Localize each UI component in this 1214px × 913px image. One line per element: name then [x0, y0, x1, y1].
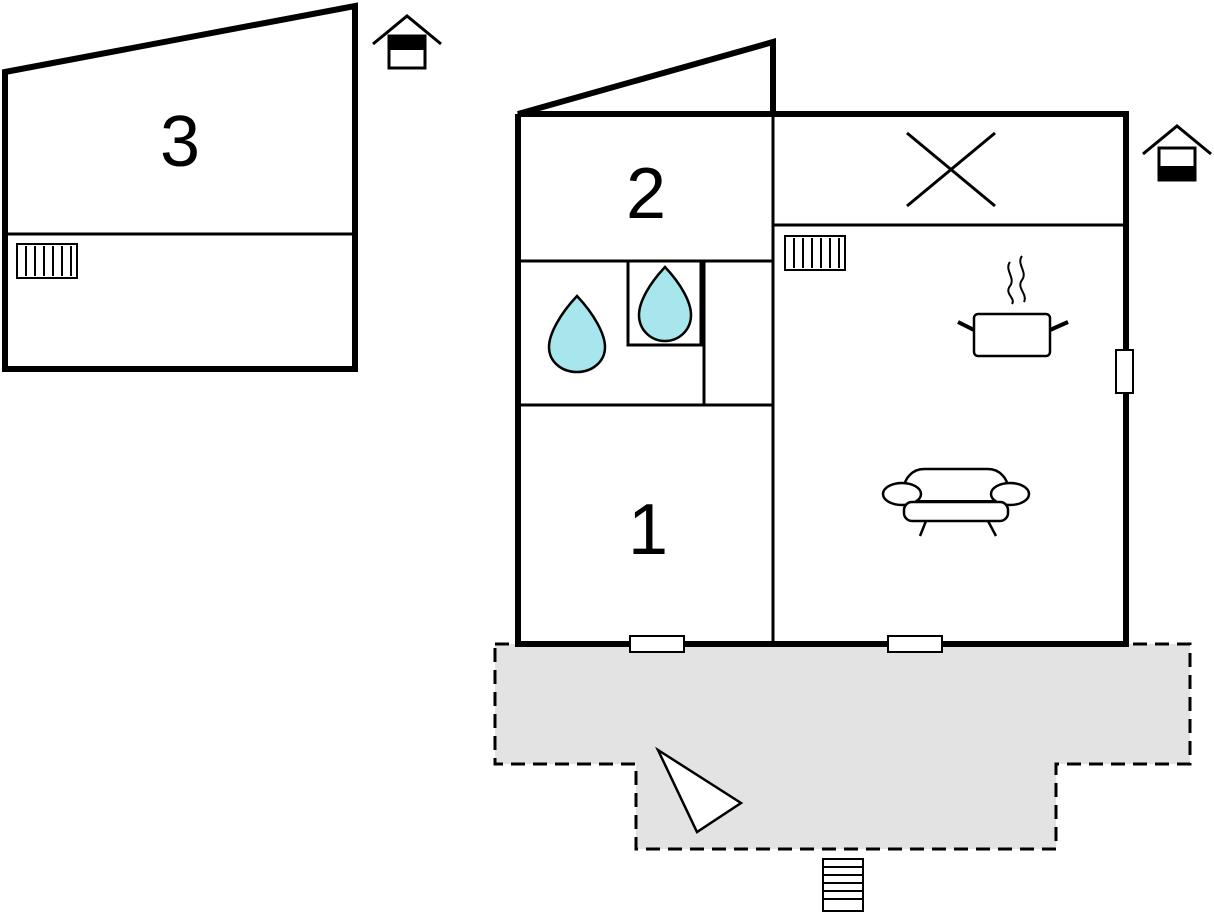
radiator-icon — [784, 235, 846, 271]
entrance-arrow-icon — [654, 746, 744, 834]
room-1-label: 1 — [628, 490, 668, 570]
window — [1115, 349, 1134, 394]
water-drop-icon — [547, 294, 607, 374]
house-upper-floor-icon — [372, 14, 442, 70]
shower-cabin — [626, 259, 703, 347]
door-opening — [629, 635, 685, 653]
stairs-icon — [822, 858, 864, 912]
sofa-icon — [881, 467, 1031, 537]
water-drop-icon — [637, 265, 693, 343]
void-cross-icon — [906, 131, 996, 208]
house-ground-floor-icon — [1142, 124, 1212, 182]
room-2-label: 2 — [626, 154, 666, 234]
upper-floor-outline — [1, 2, 358, 372]
ground-floor: 2 1 — [515, 38, 1134, 653]
door-opening — [887, 635, 943, 653]
terrace — [493, 642, 1192, 851]
radiator-icon — [16, 243, 78, 279]
ground-floor-outline — [515, 111, 1129, 647]
upper-floor: 3 — [1, 2, 358, 372]
cooking-pot-icon — [957, 255, 1069, 358]
room-3-label: 3 — [160, 102, 200, 182]
ground-floor-roof-wing — [517, 38, 776, 117]
